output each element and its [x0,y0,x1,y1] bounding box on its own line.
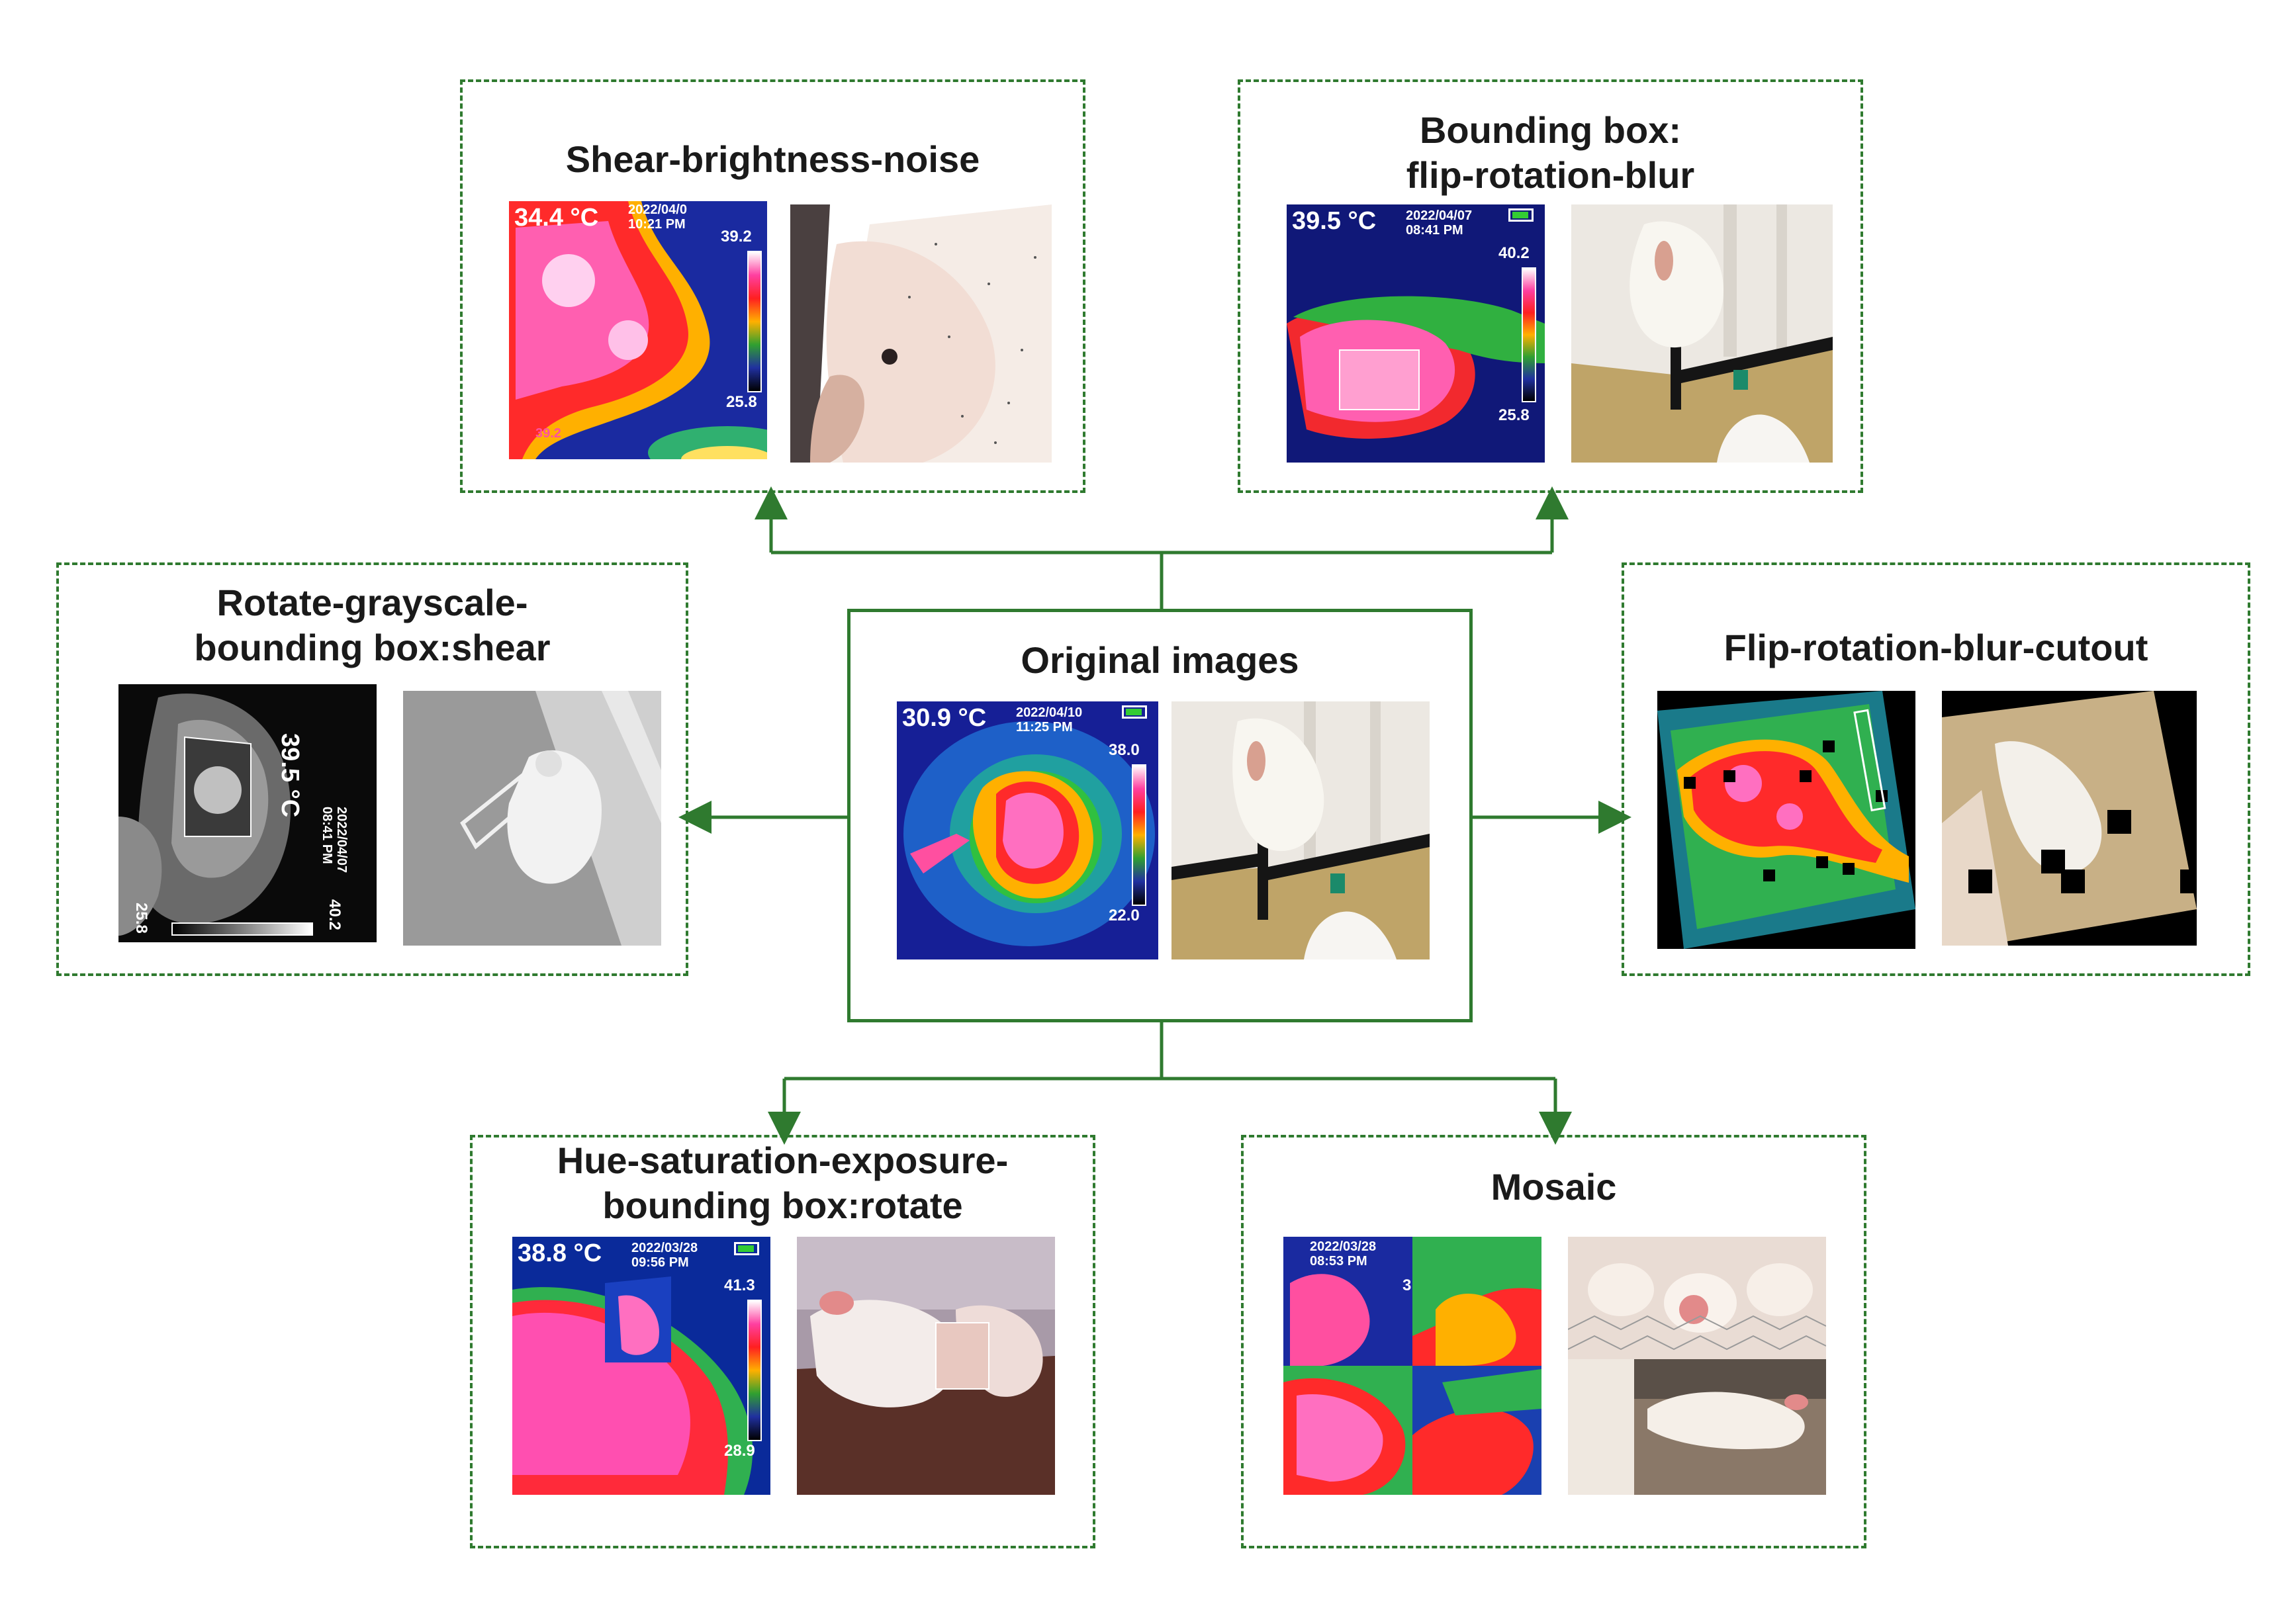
box-flip-rotation-blur-cutout: Flip-rotation-blur-cutout [1622,562,2250,976]
box-title-line-1: Bounding box: [1419,109,1681,151]
scale-max: 41.3 [724,1276,755,1294]
scale-max: 38.0 [1109,741,1140,759]
scale-max: 39.2 [721,228,752,245]
thermal-image: 34.4 °C 2022/04/0 10:21 PM 39.2 25.8 39.… [509,201,767,459]
color-scale-bar [747,251,762,392]
date-readout: 2022/04/07 [334,807,349,873]
date-readout: 2022/04/0 [628,202,687,217]
box-mosaic: Mosaic 2022/03/28 08:53 PM 3 [1241,1135,1866,1548]
chicken-photo-grayscale [403,691,661,946]
box-title-line-1: Hue-saturation-exposure- [557,1139,1009,1181]
box-title: Flip-rotation-blur-cutout [1723,627,2148,668]
box-title: Original images [1021,639,1299,681]
thermal-image-hue-shift: 38.8 °C 2022/03/28 09:56 PM 41.3 28.9 [512,1237,770,1495]
color-scale-bar [747,1300,762,1441]
color-scale-bar [1522,267,1536,402]
scale-min: 25.8 [1498,406,1530,424]
chicken-photo [790,204,1052,463]
box-original-images: Original images 30.9 °C 2022/04/10 11:25… [847,609,1473,1022]
chicken-photo-cutout [1942,691,2197,946]
color-scale-bar [1132,764,1146,906]
chicken-photo-hue-shift [797,1237,1055,1495]
time-readout: 11:25 PM [1016,720,1073,735]
time-readout: 08:41 PM [320,807,334,864]
original-thermal-image: 30.9 °C 2022/04/10 11:25 PM 38.0 22.0 [897,701,1158,959]
mosaic-thermal-image: 2022/03/28 08:53 PM 3 [1283,1237,1541,1495]
chicken-photo [1571,204,1833,463]
box-shear-brightness-noise: Shear-brightness-noise 34.4 °C 2022/04/0… [460,79,1085,493]
box-hue-saturation-exposure-bounding-box-rotate: Hue-saturation-exposure- bounding box:ro… [470,1135,1095,1548]
mosaic-mark: 3 [1402,1276,1412,1294]
time-readout: 08:53 PM [1310,1254,1367,1269]
box-bounding-box-flip-rotation-blur: Bounding box: flip-rotation-blur 39.5 °C… [1238,79,1863,493]
box-title-line-1: Rotate-grayscale- [216,582,528,623]
spot-temperature: 39.2 [535,426,561,441]
time-readout: 08:41 PM [1406,223,1463,238]
mosaic-chicken-photo [1568,1237,1826,1495]
temperature-readout: 39.5 °C [276,733,304,818]
box-title: Shear-brightness-noise [565,138,980,180]
battery-icon [734,1242,759,1255]
date-readout: 2022/03/28 [1310,1239,1377,1254]
scale-min: 25.8 [726,393,757,411]
scale-min: 28.9 [724,1442,755,1460]
box-title: Mosaic [1491,1166,1617,1208]
box-title-line-2: flip-rotation-blur [1406,154,1695,196]
date-readout: 2022/03/28 [631,1241,698,1255]
grayscale-scale-bar [171,922,313,936]
scale-max: 40.2 [1498,244,1530,262]
date-readout: 2022/04/10 [1016,705,1083,720]
time-readout: 10:21 PM [628,217,686,232]
temperature-readout: 30.9 °C [902,704,987,732]
box-rotate-grayscale-bounding-box-shear: Rotate-grayscale- bounding box:shear 39.… [56,562,688,976]
time-readout: 09:56 PM [631,1255,689,1270]
scale-max: 40.2 [326,899,344,930]
temperature-readout: 39.5 °C [1292,207,1377,235]
temperature-readout: 38.8 °C [518,1239,602,1267]
thermal-image-cutout [1657,691,1915,949]
battery-icon [1508,208,1534,222]
battery-icon [1122,705,1147,719]
thermal-image-grayscale: 39.5 °C 2022/04/07 08:41 PM 25.8 40.2 [118,684,377,942]
date-readout: 2022/04/07 [1406,208,1473,223]
scale-min: 25.8 [132,903,150,934]
box-title-line-2: bounding box:shear [194,627,551,668]
original-chicken-photo [1171,701,1430,959]
scale-min: 22.0 [1109,907,1140,924]
temperature-readout: 34.4 °C [514,204,599,232]
thermal-image: 39.5 °C 2022/04/07 08:41 PM 40.2 25.8 [1287,204,1545,463]
box-title-line-2: bounding box:rotate [602,1184,963,1226]
